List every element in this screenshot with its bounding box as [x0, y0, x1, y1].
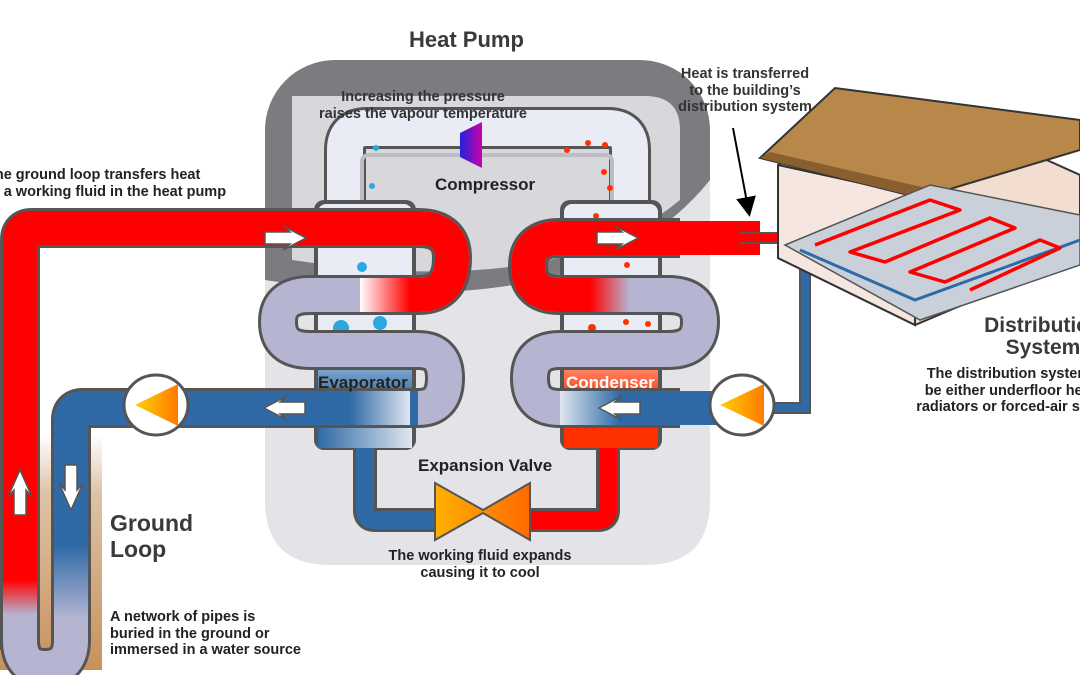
pump-icon: [708, 373, 776, 437]
compressor-loop: [324, 107, 651, 225]
vapour-droplets: [369, 140, 613, 191]
heat-transfer-line3: distribution system: [678, 99, 812, 116]
ground-loop-pipe: [0, 208, 320, 675]
compressor-icon: [460, 122, 482, 168]
ground-loop-title: Ground Loop: [110, 510, 193, 563]
distribution-desc-line1: The distribution system can: [926, 366, 1080, 382]
ground-loop-title-line1: Ground: [110, 510, 194, 536]
condenser-label: Condenser: [566, 373, 655, 392]
distribution-title-line2: System: [1005, 336, 1080, 360]
distribution-desc-line3: radiators or forced-air systems: [916, 399, 1080, 416]
page-title: Heat Pump: [409, 27, 524, 52]
evaporator-coils: [257, 208, 473, 428]
evaporator-label: Evaporator: [318, 373, 408, 392]
ground-loop-title-line2: Loop: [110, 536, 167, 563]
compressor-label: Compressor: [435, 175, 536, 194]
pressure-note-line1: Increasing the pressure: [341, 89, 505, 105]
pressure-note: Increasing the pressure raises the vapou…: [293, 89, 553, 122]
heat-transfer-line1: Heat is transferred: [680, 66, 810, 82]
distribution-system-title: Distribution System: [938, 314, 1080, 360]
ground-loop-desc-line3: immersed in a water source: [110, 642, 301, 659]
ground-loop-description: A network of pipes is buried in the grou…: [110, 609, 301, 659]
expansion-valve-pipes: [353, 448, 620, 532]
house-icon: [757, 86, 1080, 327]
ground-loop-transfer-note: The ground loop transfers heat to a work…: [0, 167, 226, 200]
heat-transfer-note: Heat is transferred to the building’s di…: [660, 66, 830, 116]
pressure-note-line2: raises the vapour temperature: [319, 105, 527, 122]
ground-loop-desc-line2: buried in the ground or: [110, 625, 270, 642]
pointer-arrow: [732, 127, 756, 217]
flow-arrow-icon: [7, 225, 641, 516]
ground-loop-desc-line1: A network of pipes is: [110, 609, 256, 625]
ground-loop-transfer-line1: The ground loop transfers heat: [0, 167, 201, 183]
distribution-title-line1: Distribution: [984, 314, 1080, 337]
ground-loop-transfer-line2: to a working fluid in the heat pump: [0, 183, 227, 200]
evaporator: [314, 200, 416, 450]
expand-note: The working fluid expands causing it to …: [370, 548, 590, 581]
heat-transfer-line2: to the building’s: [689, 82, 801, 99]
expand-note-line1: The working fluid expands: [388, 548, 572, 564]
expand-note-line2: causing it to cool: [420, 564, 540, 581]
pump-icon: [122, 373, 190, 437]
expansion-valve-icon: [434, 481, 531, 542]
expansion-valve-label: Expansion Valve: [418, 456, 553, 475]
distribution-desc-line2: be either underfloor heating,: [924, 382, 1080, 399]
distribution-system-description: The distribution system can be either un…: [898, 366, 1080, 416]
